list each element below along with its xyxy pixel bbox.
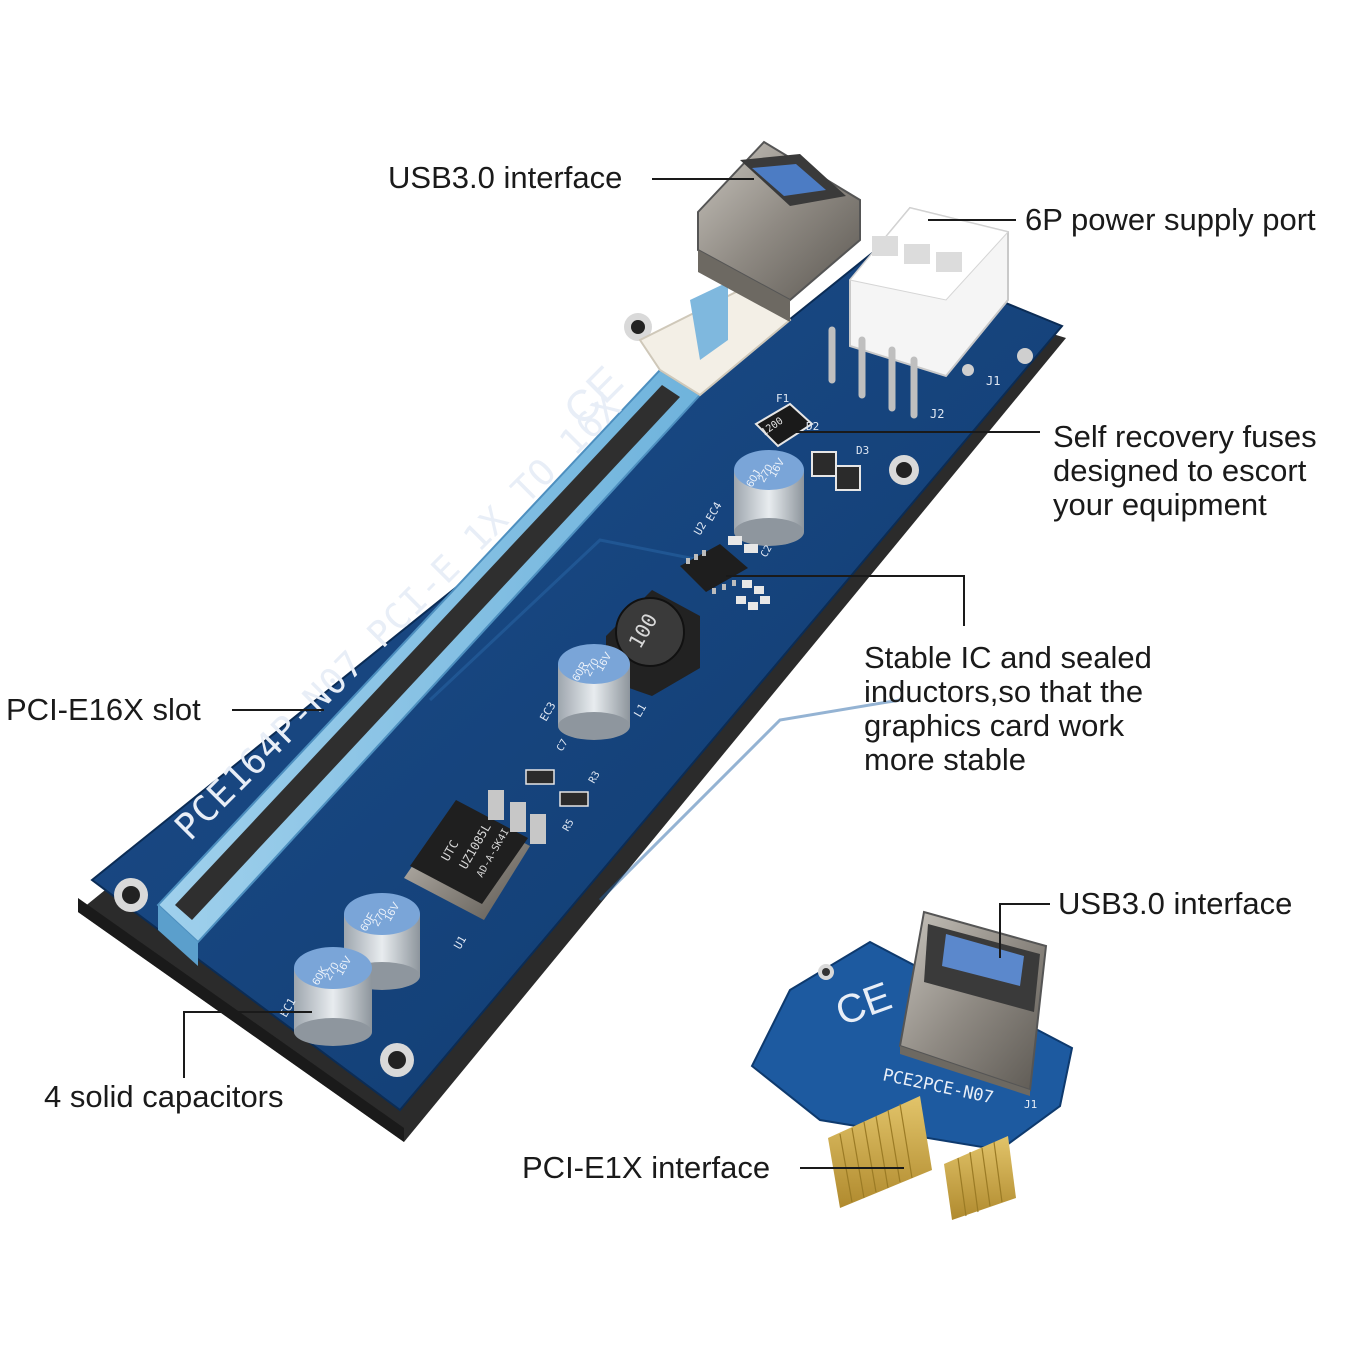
ref-f1: F1 [776, 392, 789, 405]
label-ic-line3: graphics card work [864, 708, 1125, 743]
label-fuses-line2: designed to escort [1053, 453, 1307, 488]
label-fuses-line3: your equipment [1053, 487, 1267, 522]
label-fuses-line1: Self recovery fuses [1053, 419, 1317, 454]
voltage-regulator-u1: UTC UZ1085L AD-A-SK4I [404, 790, 546, 920]
label-usb-top: USB3.0 interface [388, 160, 623, 195]
usb-adapter-board: CE PCE2PCE-N07 J1 [750, 910, 1074, 1220]
label-power-port: 6P power supply port [1025, 202, 1316, 237]
self-recovery-fuse: 1200 [754, 402, 861, 491]
ref-r3: R3 [587, 770, 603, 786]
adapter-ref-j1: J1 [1024, 1098, 1037, 1111]
ref-j1: J1 [986, 374, 1000, 388]
label-ic-line4: more stable [864, 742, 1026, 777]
ref-u1: U1 [451, 934, 469, 952]
ref-d3: D3 [856, 444, 869, 457]
ref-j2: J2 [930, 407, 944, 421]
ref-c2: C2 [759, 544, 775, 560]
label-ic-inductors: Stable IC and sealed inductors,so that t… [864, 641, 1152, 777]
label-capacitors: 4 solid capacitors [44, 1079, 284, 1114]
label-ic-line2: inductors,so that the [864, 674, 1144, 709]
pcie-1x-gold-fingers [828, 1096, 1016, 1220]
smd-resistors [525, 769, 589, 807]
label-fuses: Self recovery fuses designed to escort y… [1053, 420, 1317, 522]
ref-l1: L1 [631, 702, 649, 720]
label-usb-small: USB3.0 interface [1058, 886, 1293, 921]
label-pcie1x: PCI-E1X interface [522, 1150, 771, 1185]
ref-d2: D2 [806, 420, 819, 433]
capacitor-ec4: 16V 270 60J [734, 450, 804, 546]
ref-c7: C7 [555, 738, 571, 754]
capacitor-ec3: 16V 270 60R [558, 644, 630, 740]
6pin-power-connector [828, 206, 1009, 419]
pcie-16x-slot [156, 278, 792, 966]
label-pcie16x-slot: PCI-E16X slot [6, 692, 201, 727]
usb3-port-main [697, 140, 861, 322]
ic-u2 [680, 536, 770, 610]
capacitor-bottom-2: 16V 270 60K [294, 947, 372, 1046]
ref-u2: U2 [691, 520, 709, 538]
ref-r5: R5 [561, 818, 577, 834]
leader-lines [183, 178, 1050, 1169]
leader-caps [183, 1011, 312, 1078]
label-ic-line1: Stable IC and sealed [864, 640, 1152, 675]
leader-usb-small [999, 903, 1050, 958]
mounting-holes [114, 313, 1033, 1077]
usb3-port-adapter [898, 910, 1048, 1096]
leader-ic [726, 575, 965, 626]
